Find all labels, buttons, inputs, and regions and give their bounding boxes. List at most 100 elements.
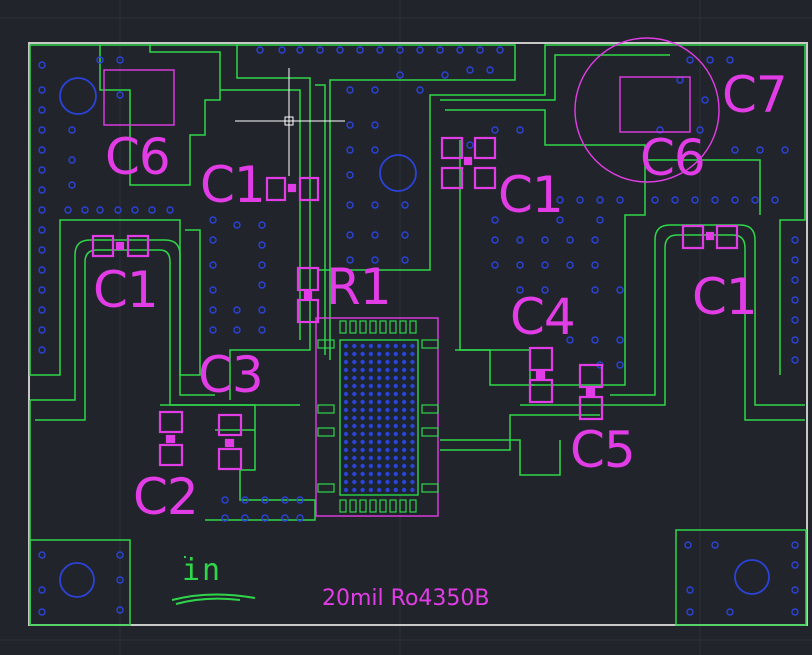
label-r1[interactable]: R1 — [326, 258, 392, 316]
footprint-c2-left[interactable] — [158, 410, 184, 467]
ic-footprint[interactable] — [315, 317, 439, 517]
thermal-via — [377, 399, 382, 405]
thermal-via — [401, 479, 407, 485]
thermal-via — [368, 359, 374, 365]
thermal-via — [368, 391, 374, 397]
thermal-via — [385, 359, 390, 365]
thermal-via — [368, 375, 374, 381]
thermal-via — [360, 447, 365, 453]
footprint-c1-right[interactable] — [681, 224, 739, 250]
label-c1-right[interactable]: C1 — [692, 268, 758, 326]
thermal-via — [393, 359, 398, 365]
thermal-via — [385, 383, 390, 389]
label-c4[interactable]: C4 — [510, 288, 576, 346]
thermal-via — [360, 479, 365, 485]
thermal-via — [360, 383, 365, 389]
thermal-via — [352, 391, 357, 397]
label-c6-right[interactable]: C6 — [640, 129, 706, 187]
thermal-via — [377, 447, 382, 453]
thermal-via — [385, 351, 390, 357]
thermal-via — [352, 479, 357, 485]
thermal-via — [410, 391, 415, 397]
thermal-via — [343, 439, 349, 445]
label-c3[interactable]: C3 — [198, 346, 264, 404]
label-c7[interactable]: C7 — [722, 66, 788, 124]
thermal-via — [360, 375, 365, 381]
thermal-via — [393, 431, 398, 437]
footprint-r1[interactable] — [296, 266, 320, 324]
thermal-via — [393, 455, 398, 461]
label-c2[interactable]: C2 — [133, 468, 199, 526]
thermal-via — [377, 407, 382, 413]
thermal-via — [393, 479, 398, 485]
thermal-via — [401, 455, 407, 461]
label-c1-left[interactable]: C1 — [93, 261, 159, 319]
thermal-via — [352, 447, 357, 453]
component-footprints — [91, 37, 739, 471]
footprint-c4[interactable] — [528, 346, 554, 404]
thermal-via — [352, 383, 357, 389]
ic-pads-sides — [317, 339, 439, 493]
label-c1-upper-left[interactable]: C1 — [200, 156, 266, 214]
thermal-via — [368, 415, 374, 421]
label-c6-left[interactable]: C6 — [105, 128, 171, 186]
thermal-via — [343, 367, 349, 373]
thermal-via — [393, 383, 398, 389]
footprint-c7-circle[interactable] — [574, 37, 720, 183]
thermal-via — [410, 399, 415, 405]
footprint-c1-left[interactable] — [91, 234, 150, 258]
thermal-via — [377, 375, 382, 381]
footprint-c3[interactable] — [217, 413, 243, 471]
thermal-via — [368, 447, 374, 453]
thermal-via — [352, 463, 357, 469]
thermal-via — [352, 343, 357, 349]
thermal-via — [410, 479, 415, 485]
thermal-via — [368, 407, 374, 413]
footprint-c6-left[interactable] — [103, 69, 175, 126]
thermal-via — [368, 471, 374, 477]
thermal-via — [385, 367, 390, 373]
thermal-via — [410, 455, 415, 461]
thermal-via — [352, 359, 357, 365]
thermal-via — [410, 463, 415, 469]
via-column-center — [256, 46, 504, 264]
thermal-via — [343, 455, 349, 461]
thermal-via — [385, 375, 390, 381]
label-c5[interactable]: C5 — [570, 421, 636, 479]
thermal-via — [393, 351, 398, 357]
thermal-via — [410, 351, 415, 357]
thermal-via — [360, 359, 365, 365]
thermal-via — [343, 431, 349, 437]
footprint-c6-right[interactable] — [619, 76, 691, 133]
via-column-right — [466, 56, 799, 369]
thermal-via — [360, 423, 365, 429]
thermal-via — [401, 439, 407, 445]
thermal-via — [385, 407, 390, 413]
thermal-via — [360, 391, 365, 397]
footprint-c1-upper-left[interactable] — [265, 176, 320, 202]
thermal-via — [352, 487, 357, 493]
thermal-via — [410, 471, 415, 477]
footprint-c1-upper-right[interactable] — [440, 136, 497, 190]
thermal-via — [401, 359, 407, 365]
thermal-via — [368, 487, 374, 493]
thermal-via — [377, 431, 382, 437]
thermal-via — [377, 463, 382, 469]
footprint-c5[interactable] — [578, 363, 604, 421]
thermal-via — [410, 487, 415, 493]
thermal-via — [410, 367, 415, 373]
thermal-via — [385, 471, 390, 477]
thermal-via — [393, 415, 398, 421]
thermal-via — [368, 343, 374, 349]
thermal-via — [368, 455, 374, 461]
thermal-via — [352, 367, 357, 373]
label-c1-upper-right[interactable]: C1 — [498, 166, 564, 224]
thermal-via — [401, 447, 407, 453]
thermal-via — [360, 455, 365, 461]
thermal-via — [410, 415, 415, 421]
thermal-via — [393, 423, 398, 429]
thermal-via — [360, 487, 365, 493]
crosshair-icon — [235, 68, 345, 176]
thermal-via — [343, 359, 349, 365]
